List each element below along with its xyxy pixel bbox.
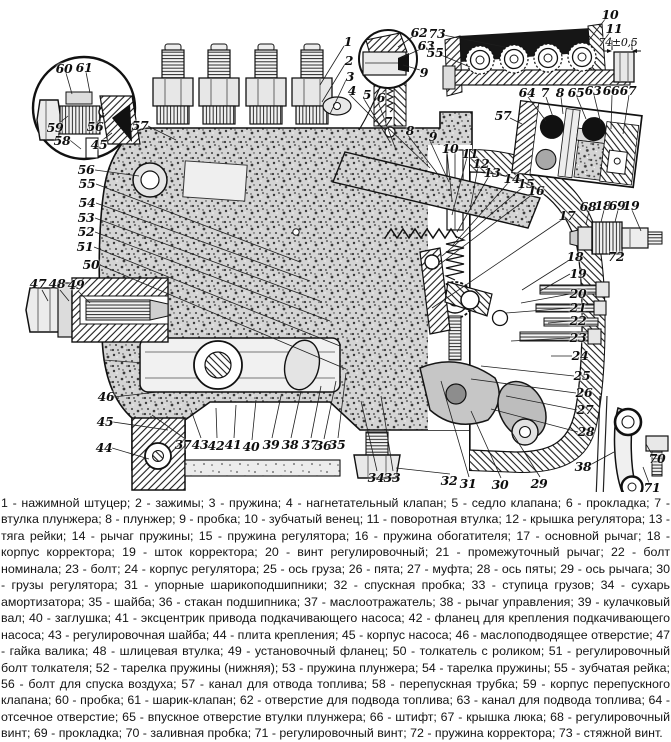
camshaft (139, 337, 341, 393)
inset-bypass-valve (31, 55, 141, 161)
drain-plug (353, 431, 401, 479)
mounting-foot (131, 417, 341, 491)
detail-control-lever (595, 395, 669, 492)
drive-shaft (25, 277, 169, 343)
leader-lines (41, 17, 654, 484)
inset-plunger-ports (511, 100, 643, 189)
parts-legend: 1 - нажимной штуцер; 2 - зажимы; 3 - пру… (1, 496, 670, 741)
pump-drawing (25, 17, 669, 492)
inset-rack-gears (442, 23, 641, 97)
inset-union-section (358, 29, 418, 131)
detail-corrector (569, 221, 663, 255)
